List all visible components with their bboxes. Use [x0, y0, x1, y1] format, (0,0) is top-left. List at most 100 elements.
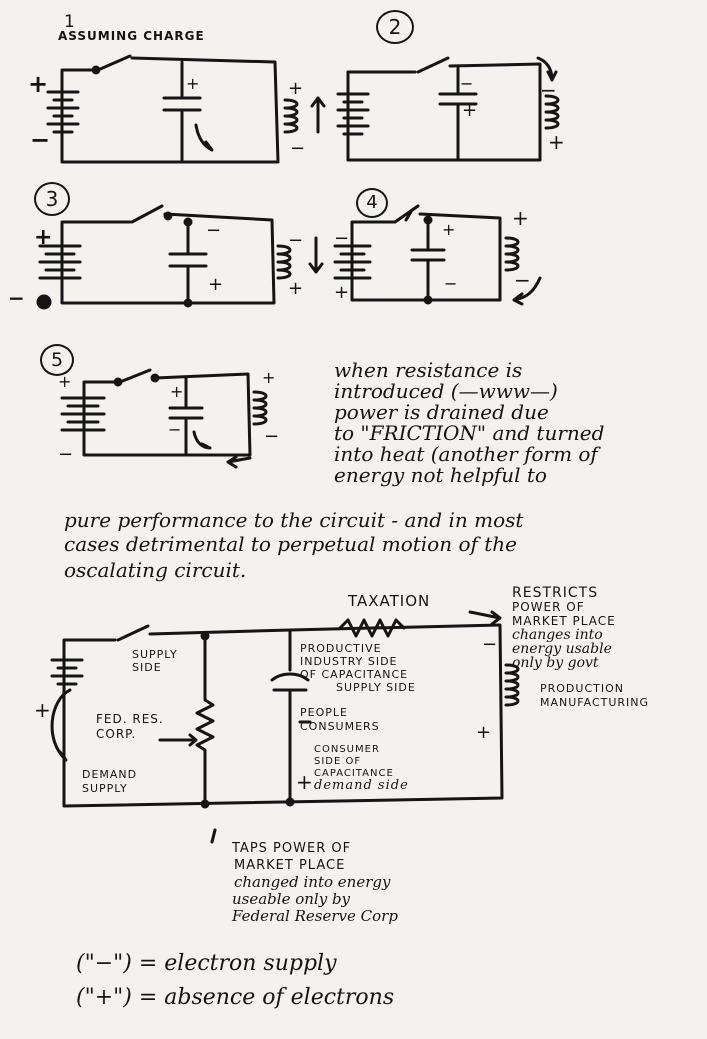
- diagram-number-5: 5: [40, 344, 74, 376]
- plus-sign: +: [296, 770, 313, 794]
- plus-sign: +: [262, 368, 276, 387]
- resistance-note-line: power is drained due: [334, 400, 549, 424]
- diagram-number-4: 4: [356, 188, 388, 218]
- taps-note-line: MARKET PLACE: [234, 858, 346, 873]
- production-label-line: PRODUCTION: [540, 682, 624, 695]
- diagram-number-2-label: 2: [388, 15, 402, 39]
- restricts-note: RESTRICTS POWER OF MARKET PLACE changes …: [512, 586, 616, 670]
- minus-sign: −: [482, 634, 498, 655]
- minus-sign: −: [290, 138, 306, 159]
- minus-sign: −: [334, 228, 350, 249]
- circuit-diagram-2: [336, 56, 560, 162]
- diagram-number-4-label: 4: [366, 192, 378, 213]
- productive-side-label: PRODUCTIVE INDUSTRY SIDE OF CAPACITANCE …: [300, 642, 416, 694]
- restricts-note-line: only by govt: [512, 655, 599, 671]
- diagram-number-2: 2: [376, 10, 414, 44]
- minus-sign: −: [514, 268, 531, 292]
- consumer-side-label-line: CONSUMER: [314, 744, 380, 755]
- minus-sign: −: [168, 420, 182, 439]
- plus-sign: +: [34, 225, 53, 250]
- plus-sign: +: [512, 206, 529, 230]
- minus-sign: −: [264, 426, 280, 447]
- restricts-note-line: energy usable: [512, 641, 612, 657]
- minus-sign: −: [444, 274, 458, 293]
- economy-circuit-diagram: [50, 610, 520, 844]
- diagram-number-5-label: 5: [50, 349, 64, 371]
- circuit-diagram-4: [333, 204, 542, 306]
- resistance-note-line: energy not helpful to: [334, 463, 547, 487]
- production-label-line: MANUFACTURING: [540, 696, 650, 709]
- production-label: PRODUCTION MANUFACTURING: [540, 682, 649, 710]
- resistance-note-line: cases detrimental to perpetual motion of…: [64, 532, 518, 556]
- productive-side-label-line: INDUSTRY SIDE: [300, 655, 398, 668]
- diagram-number-3: 3: [34, 182, 70, 216]
- plus-sign: +: [34, 698, 51, 722]
- plus-sign: +: [28, 70, 49, 98]
- people-label-line: CONSUMERS: [300, 720, 380, 733]
- productive-side-label-line: SUPPLY SIDE: [336, 681, 416, 694]
- plus-sign: +: [462, 100, 478, 121]
- demand-label-line: DEMAND: [82, 768, 138, 781]
- restricts-note-line: POWER OF: [512, 600, 585, 614]
- plus-sign: +: [442, 220, 456, 239]
- restricts-note-line: RESTRICTS: [512, 585, 599, 601]
- minus-sign: −: [288, 230, 304, 251]
- resistance-note: when resistance is introduced (—www—) po…: [300, 360, 680, 486]
- minus-sign: −: [58, 444, 74, 465]
- productive-side-label-line: OF CAPACITANCE: [300, 668, 409, 681]
- resistance-note-line: pure performance to the circuit - and in…: [64, 508, 524, 532]
- restricts-note-line: changes into: [512, 627, 603, 643]
- fed-res-label-line: FED. RES.: [96, 712, 164, 726]
- restricts-note-line: MARKET PLACE: [512, 614, 616, 628]
- minus-sign: −: [206, 220, 222, 241]
- resistance-note-line: introduced (—www—): [334, 379, 558, 403]
- header-note: ASSUMING CHARGE: [58, 29, 205, 43]
- taps-note-line: changed into energy: [234, 873, 391, 891]
- supply-side-label: SUPPLY SIDE: [132, 648, 178, 674]
- resistance-note-line: to "FRICTION" and turned: [334, 421, 605, 445]
- supply-side-label-line: SIDE: [132, 661, 162, 674]
- plus-sign: +: [288, 78, 304, 99]
- diagram-number-1: 1: [64, 12, 76, 32]
- consumer-side-label-line: demand side: [314, 778, 409, 793]
- diagram-number-3-label: 3: [45, 187, 59, 211]
- legend-electron-supply: ("−") = electron supply: [76, 951, 337, 976]
- resistance-note-line: when resistance is: [334, 358, 523, 382]
- people-label-line: PEOPLE: [300, 706, 348, 719]
- circuit-diagram-1: [46, 54, 326, 164]
- taxation-label: TAXATION: [348, 592, 431, 610]
- legend-absence-of-electrons: ("+") = absence of electrons: [76, 985, 395, 1010]
- plus-sign: +: [208, 274, 224, 295]
- taps-note-line: useable only by: [232, 890, 351, 908]
- minus-sign: −: [8, 286, 25, 310]
- taps-note-line: TAPS POWER OF: [232, 841, 352, 856]
- plus-sign: +: [186, 74, 200, 93]
- resistance-note-line: into heat (another form of: [334, 442, 598, 466]
- minus-sign: −: [460, 74, 474, 93]
- plus-sign: +: [476, 722, 492, 743]
- minus-sign: −: [30, 126, 51, 154]
- plus-sign: +: [334, 282, 350, 303]
- resistance-note-line: oscalating circuit.: [64, 558, 247, 582]
- fed-res-label-line: CORP.: [96, 727, 137, 741]
- consumer-side-label-line: CAPACITANCE: [314, 768, 394, 779]
- taps-note-line: Federal Reserve Corp: [232, 907, 398, 925]
- circuit-diagram-3: [36, 204, 324, 310]
- taps-note: TAPS POWER OF MARKET PLACE changed into …: [232, 840, 398, 925]
- demand-label: DEMAND SUPPLY: [82, 768, 137, 796]
- people-label: PEOPLE CONSUMERS: [300, 706, 380, 734]
- plus-sign: +: [288, 278, 304, 299]
- fed-res-label: FED. RES. CORP.: [96, 712, 164, 742]
- consumer-side-label: CONSUMER SIDE OF CAPACITANCE demand side: [314, 744, 409, 792]
- supply-side-label-line: SUPPLY: [132, 648, 178, 661]
- circuit-diagram-5: [60, 368, 268, 469]
- consumer-side-label-line: SIDE OF: [314, 756, 362, 767]
- minus-sign: −: [540, 78, 557, 102]
- plus-sign: +: [58, 372, 72, 391]
- plus-sign: +: [170, 382, 184, 401]
- plus-sign: +: [548, 130, 565, 154]
- demand-label-line: SUPPLY: [82, 782, 128, 795]
- productive-side-label-line: PRODUCTIVE: [300, 642, 382, 655]
